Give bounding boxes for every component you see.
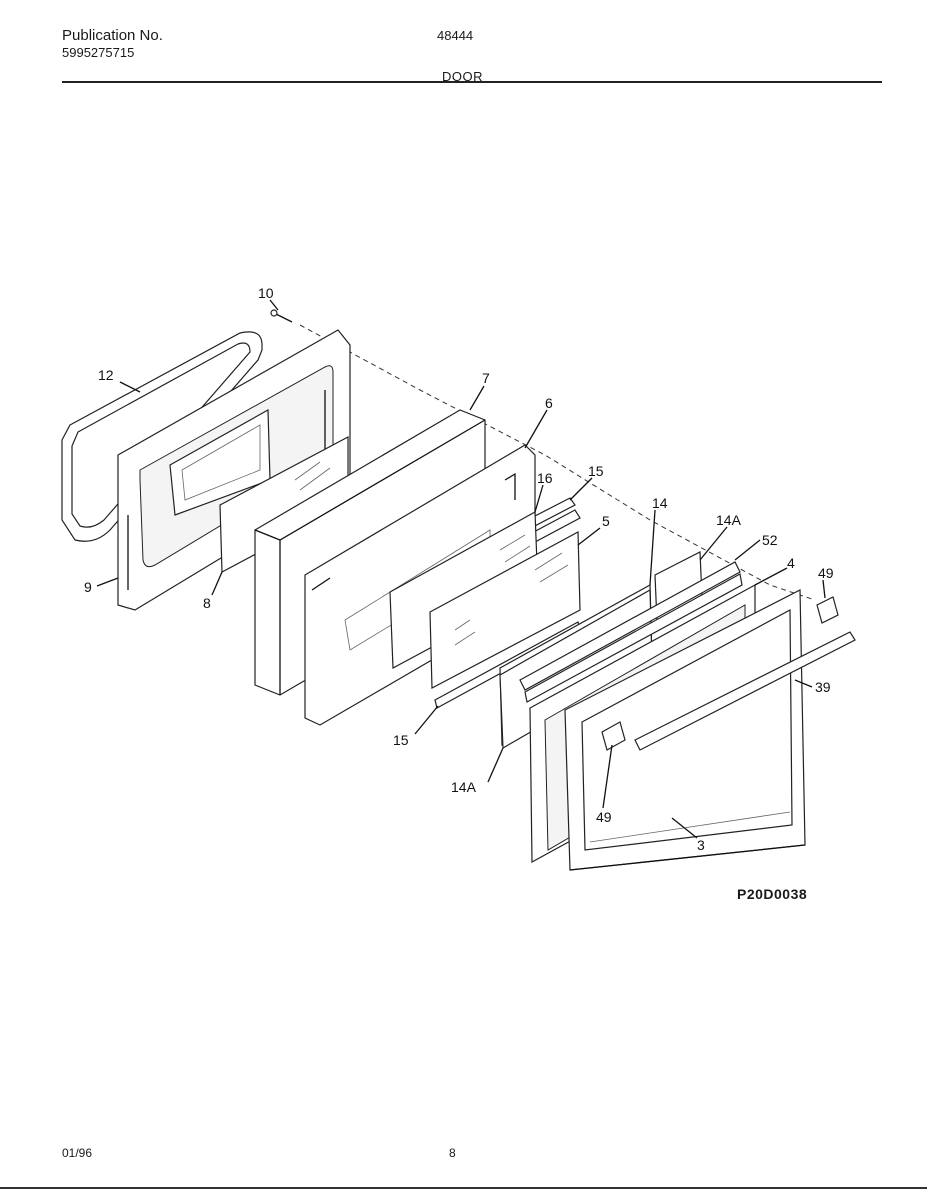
callout-49-bottom: 49 bbox=[596, 809, 612, 825]
part-3-outer-frame bbox=[564, 589, 806, 871]
callout-15-top: 15 bbox=[588, 463, 604, 479]
section-title: DOOR bbox=[442, 69, 483, 84]
callout-8: 8 bbox=[203, 595, 211, 611]
part-10-screw bbox=[270, 309, 293, 323]
part-49-end-caps bbox=[601, 596, 839, 751]
callout-5: 5 bbox=[602, 513, 610, 529]
model-number: 48444 bbox=[437, 28, 474, 43]
publication-number: 5995275715 bbox=[62, 45, 135, 60]
part-5-glass bbox=[429, 531, 581, 689]
callout-7: 7 bbox=[482, 370, 490, 386]
callout-52: 52 bbox=[762, 532, 778, 548]
part-39-handle-rail bbox=[634, 631, 856, 751]
callout-15-bottom: 15 bbox=[393, 732, 409, 748]
footer-date: 01/96 bbox=[62, 1146, 93, 1160]
callout-4: 4 bbox=[787, 555, 795, 571]
callout-9: 9 bbox=[84, 579, 92, 595]
footer-rule bbox=[0, 1187, 927, 1189]
publication-label: Publication No. bbox=[62, 27, 163, 44]
callout-14A-top: 14A bbox=[716, 512, 742, 528]
callout-3: 3 bbox=[697, 837, 705, 853]
callout-14A-bottom: 14A bbox=[451, 779, 477, 795]
header-rule bbox=[62, 81, 882, 83]
leader-lines bbox=[96, 299, 826, 839]
callout-49-right: 49 bbox=[818, 565, 834, 581]
part-52-bracket bbox=[519, 561, 743, 703]
callout-14: 14 bbox=[652, 495, 668, 511]
callout-6: 6 bbox=[545, 395, 553, 411]
callout-16: 16 bbox=[537, 470, 553, 486]
callout-12: 12 bbox=[98, 367, 114, 383]
callout-39: 39 bbox=[815, 679, 831, 695]
footer-page-number: 8 bbox=[449, 1146, 456, 1160]
figure-code: P20D0038 bbox=[737, 886, 808, 902]
callout-labels: 10 12 7 6 16 15 5 14 14A 52 4 49 9 8 39 … bbox=[84, 285, 834, 853]
callout-10: 10 bbox=[258, 285, 274, 301]
